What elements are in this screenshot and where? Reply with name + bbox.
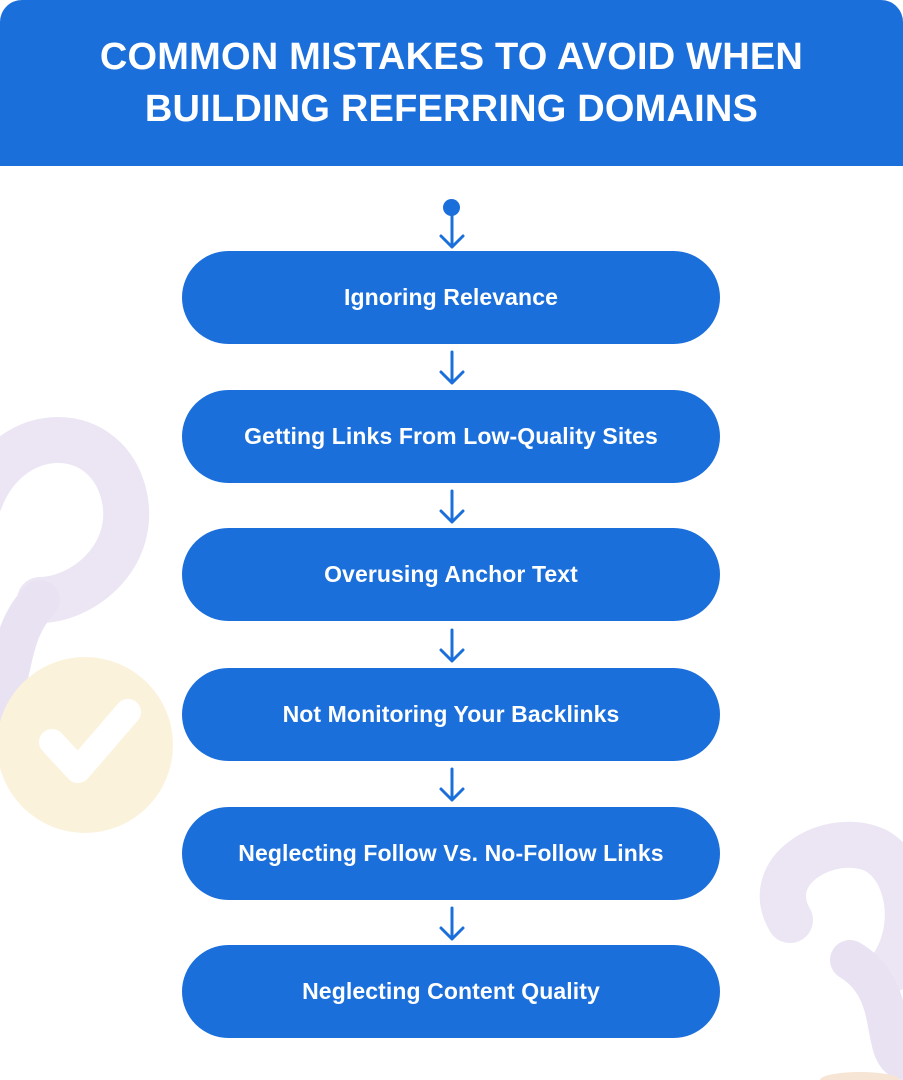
down-arrow-icon [439,906,465,941]
flow-step-3: Overusing Anchor Text [182,528,720,621]
chain-link-icon [759,821,903,1080]
down-arrow-icon [439,214,465,249]
flow-step-1: Ignoring Relevance [182,251,720,344]
down-arrow-icon [439,628,465,663]
chain-link-icon [0,417,150,729]
flow-step-6: Neglecting Content Quality [182,945,720,1038]
flow-step-2: Getting Links From Low-Quality Sites [182,390,720,483]
flow-step-5: Neglecting Follow Vs. No-Follow Links [182,807,720,900]
flow-start-dot [443,199,460,216]
down-arrow-icon [439,767,465,802]
check-badge-icon [0,657,173,833]
header-banner: COMMON MISTAKES TO AVOID WHEN BUILDING R… [0,0,903,166]
down-arrow-icon [439,489,465,524]
page-title-line-2: BUILDING REFERRING DOMAINS [144,88,759,130]
down-arrow-icon [439,350,465,385]
flow-step-4: Not Monitoring Your Backlinks [182,668,720,761]
page-title-line-1: COMMON MISTAKES TO AVOID WHEN [99,36,804,78]
